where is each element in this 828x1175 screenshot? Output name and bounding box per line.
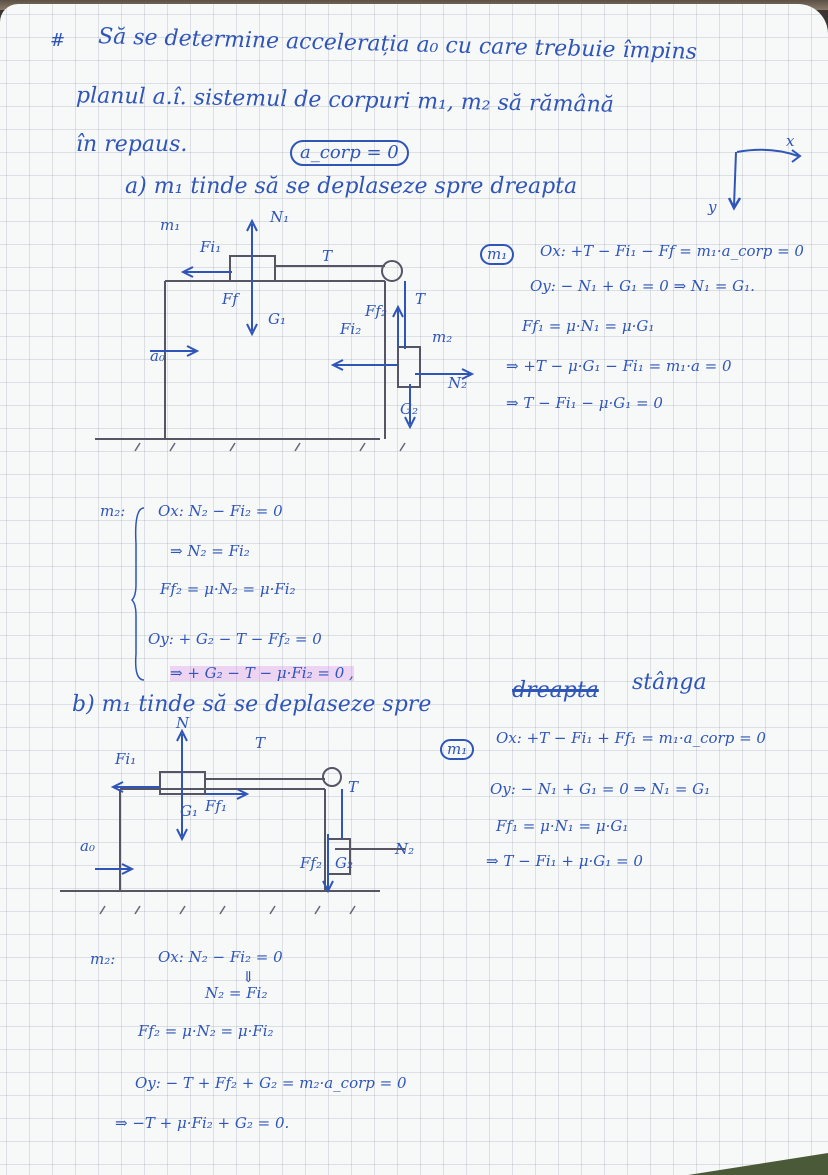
part-a-m2-eq-0: Ox: N₂ − Fi₂ = 0 bbox=[158, 502, 283, 520]
part-b-m2-eq-3: Ff₂ = μ·N₂ = μ·Fi₂ bbox=[138, 1022, 274, 1040]
part-b-m2-eq-1: ⇓ bbox=[242, 968, 255, 986]
acorp-note: a_corp = 0 bbox=[290, 140, 409, 166]
label-Ff2-a: Ff₂ bbox=[365, 302, 387, 320]
part-b-m2-eq-2: N₂ = Fi₂ bbox=[205, 984, 268, 1002]
part-a-m2-eq-1: ⇒ N₂ = Fi₂ bbox=[170, 542, 250, 560]
part-a-m1-eq-3: ⇒ +T − μ·G₁ − Fi₁ = m₁·a = 0 bbox=[506, 357, 732, 375]
label-G1-b: G₁ bbox=[180, 802, 198, 820]
part-b-m1-eq-3: ⇒ T − Fi₁ + μ·G₁ = 0 bbox=[486, 852, 643, 870]
part-b-m1-eq-2: Ff₁ = μ·N₁ = μ·G₁ bbox=[496, 817, 629, 835]
part-b-m2-eq-0: Ox: N₂ − Fi₂ = 0 bbox=[158, 948, 283, 966]
label-Fi1-a: Fi₁ bbox=[200, 238, 222, 256]
label-N2-b: N₂ bbox=[395, 840, 415, 858]
label-Fi2-a: Fi₂ bbox=[340, 320, 362, 338]
part-b-heading-start: b) m₁ tinde să se deplaseze spre bbox=[72, 692, 432, 717]
label-G2-a: G₂ bbox=[400, 400, 418, 418]
part-b-heading-end: stânga bbox=[632, 670, 707, 695]
label-m2-a: m₂ bbox=[432, 328, 453, 346]
label-T-top-a: T bbox=[322, 247, 333, 265]
label-Fi1-b: Fi₁ bbox=[115, 750, 137, 768]
label-T-side-b: T bbox=[348, 778, 359, 796]
part-a-heading: a) m₁ tinde să se deplaseze spre dreapta bbox=[125, 174, 578, 199]
photo-background-corner bbox=[688, 1153, 828, 1175]
label-m1-a: m₁ bbox=[160, 216, 181, 234]
part-a-m1-eq-1: Oy: − N₁ + G₁ = 0 ⇒ N₁ = G₁. bbox=[530, 277, 755, 295]
problem-line-3: în repaus. bbox=[76, 132, 188, 157]
diagram-b bbox=[60, 728, 405, 915]
part-a-m1-eq-4: ⇒ T − Fi₁ − μ·G₁ = 0 bbox=[506, 394, 663, 412]
part-b-m2-eq-5: ⇒ −T + μ·Fi₂ + G₂ = 0. bbox=[115, 1114, 290, 1132]
label-Ff-a: Ff bbox=[222, 290, 238, 308]
part-b-m2-label: m₂: bbox=[90, 950, 116, 968]
problem-line-1: Să se determine accelerația a₀ cu care t… bbox=[97, 24, 698, 65]
label-Ff1-b: Ff₁ bbox=[205, 797, 227, 815]
label-G2-b: G₂ bbox=[335, 854, 353, 872]
label-a0-b: a₀ bbox=[80, 837, 95, 855]
label-a0-a: a₀ bbox=[150, 347, 165, 365]
problem-marker: # bbox=[50, 30, 66, 51]
part-b-m1-eq-0: Ox: +T − Fi₁ + Ff₁ = m₁·a_corp = 0 bbox=[496, 729, 766, 747]
label-Ff2-b: Ff₂ bbox=[300, 854, 322, 872]
label-T-side-a: T bbox=[415, 290, 426, 308]
label-N-b: N bbox=[176, 714, 190, 732]
part-a-m2-eq-4: ⇒ + G₂ − T − μ·Fi₂ = 0 , bbox=[170, 664, 354, 682]
part-b-m2-eq-4: Oy: − T + Ff₂ + G₂ = m₂·a_corp = 0 bbox=[135, 1074, 407, 1092]
notebook-page: # Să se determine accelerația a₀ cu care… bbox=[0, 4, 828, 1175]
part-a-m2-eq-3: Oy: + G₂ − T − Ff₂ = 0 bbox=[148, 630, 322, 648]
axis-x-label: x bbox=[786, 132, 795, 150]
label-N2-a: N₂ bbox=[448, 374, 468, 392]
axis-y-label: y bbox=[708, 198, 717, 216]
axes-icon bbox=[727, 148, 802, 211]
part-a-m1-eq-0: Ox: +T − Fi₁ − Ff = m₁·a_corp = 0 bbox=[540, 242, 804, 260]
label-T-top-b: T bbox=[255, 734, 266, 752]
part-a-m2-eq-2: Ff₂ = μ·N₂ = μ·Fi₂ bbox=[160, 580, 296, 598]
part-a-m1-eq-2: Ff₁ = μ·N₁ = μ·G₁ bbox=[522, 317, 655, 335]
problem-line-2: planul a.î. sistemul de corpuri m₁, m₂ s… bbox=[75, 83, 615, 118]
diagram-a bbox=[95, 218, 475, 452]
brace-m2-a bbox=[130, 507, 145, 681]
label-G1-a: G₁ bbox=[268, 310, 286, 328]
part-a-m2-label: m₂: bbox=[100, 502, 126, 520]
part-a-m1-label: m₁ bbox=[480, 244, 515, 265]
part-b-m1-eq-1: Oy: − N₁ + G₁ = 0 ⇒ N₁ = G₁ bbox=[490, 780, 711, 798]
label-N1-a: N₁ bbox=[270, 208, 290, 226]
part-b-heading-struck: dreapta bbox=[512, 678, 599, 703]
part-b-m1-label: m₁ bbox=[440, 739, 475, 760]
